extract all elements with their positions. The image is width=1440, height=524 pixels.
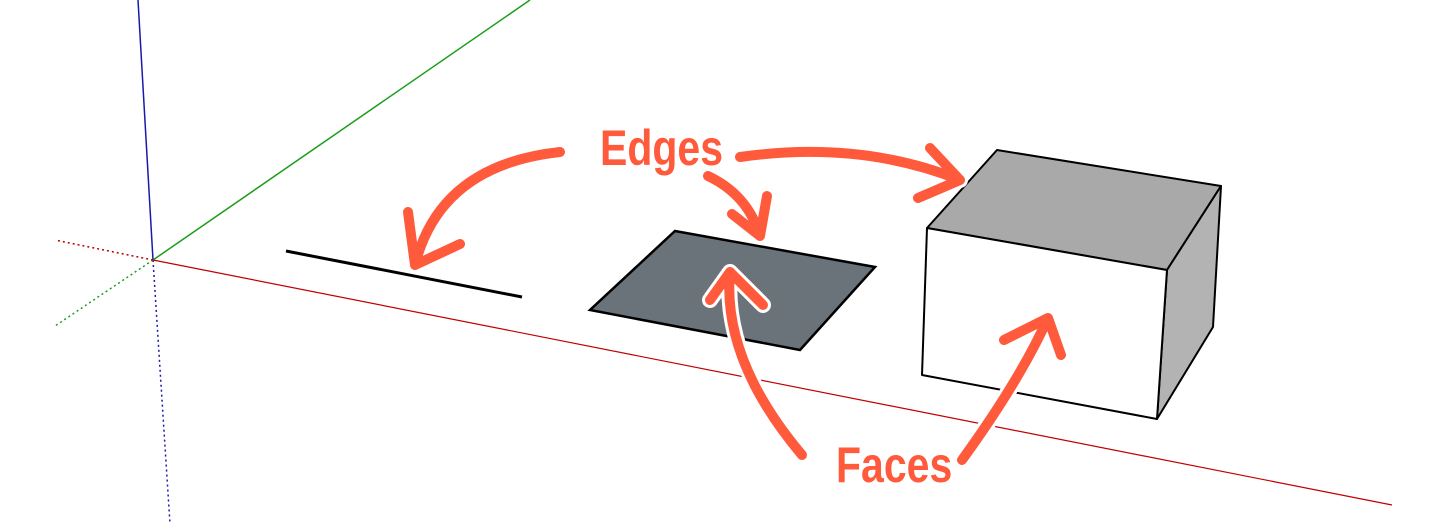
red-axis-dotted: [54, 239, 154, 261]
axes: [54, 0, 1393, 524]
arrow-to-flat-face: [702, 264, 810, 463]
arrow-to-cube-edge: [732, 140, 968, 206]
faces-arrows: [702, 264, 1069, 468]
red-axis: [152, 259, 1393, 506]
green-axis: [152, 0, 531, 261]
edges-label: Edges: [600, 120, 723, 176]
arrow-to-face-edge: [700, 168, 775, 244]
cube: [921, 149, 1222, 420]
arrow-to-line: [400, 144, 568, 273]
blue-axis-dotted: [152, 259, 171, 524]
faces-label: Faces: [836, 437, 952, 493]
green-axis-dotted: [54, 259, 154, 327]
edge-line: [285, 249, 523, 299]
arrow-to-cube-face: [954, 310, 1069, 468]
blue-axis: [137, 0, 154, 261]
edges-arrows: [400, 140, 968, 273]
